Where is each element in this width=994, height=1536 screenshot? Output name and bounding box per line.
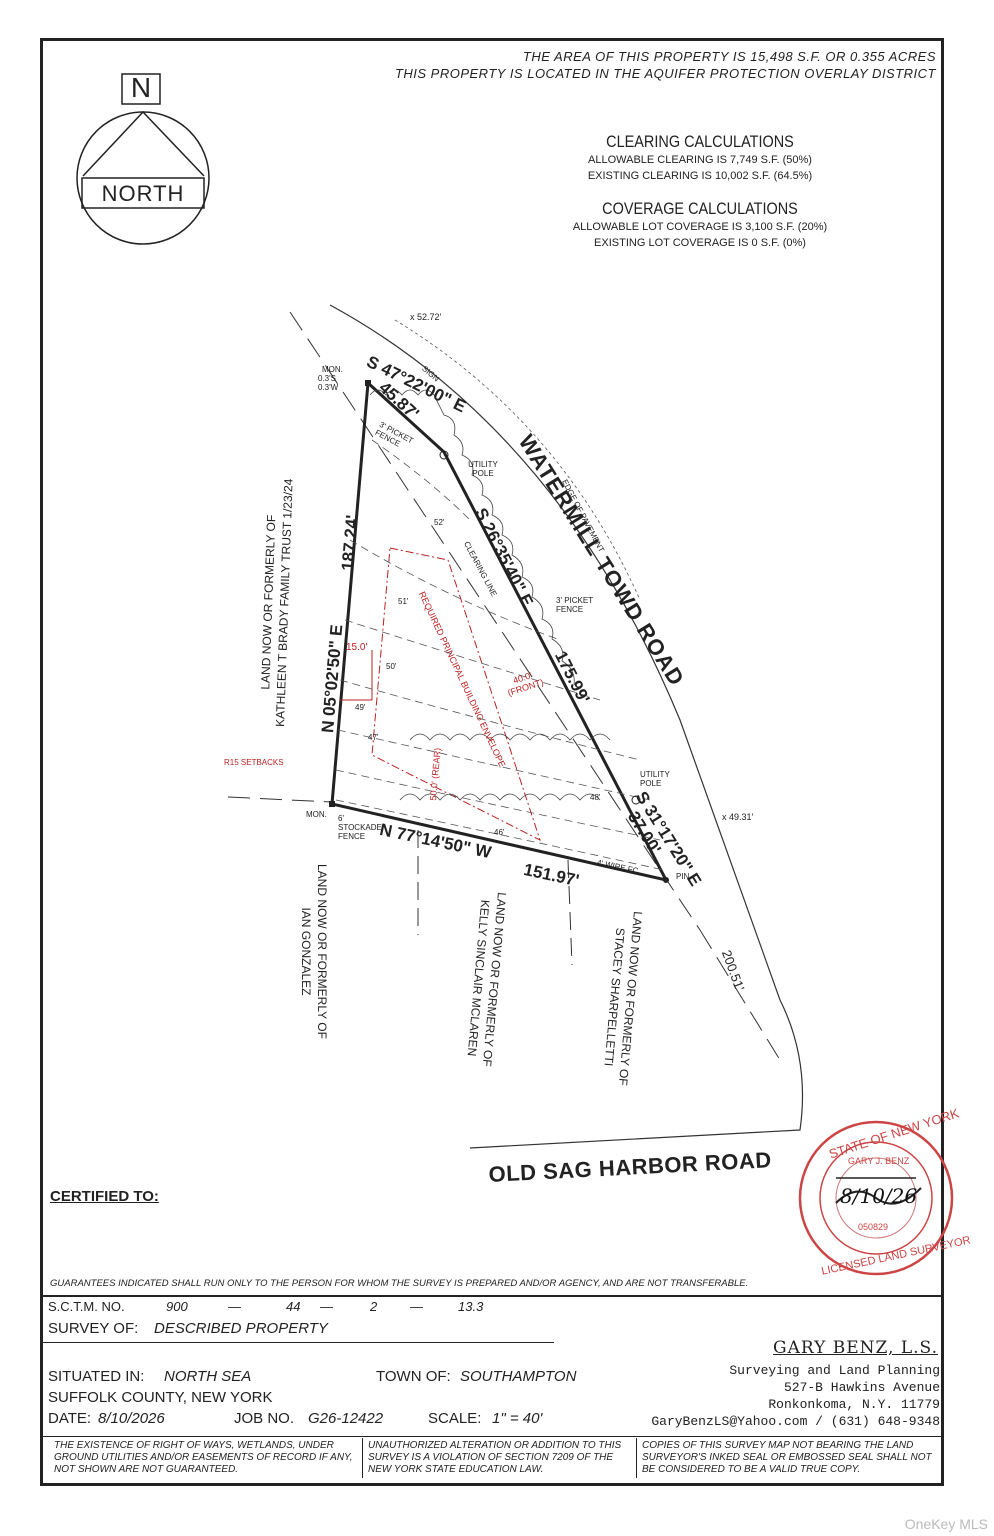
sctm-6: 13.3 <box>458 1299 484 1314</box>
r15-setbacks: R15 SETBACKS <box>224 758 284 767</box>
contour-label: 48' <box>590 793 601 802</box>
setback-side: 15.0' <box>346 642 368 653</box>
town: SOUTHAMPTON <box>460 1368 577 1385</box>
contour-label: 46' <box>494 828 505 837</box>
certified-to: CERTIFIED TO: <box>50 1188 159 1205</box>
sctm-label: S.C.T.M. NO. <box>48 1299 125 1314</box>
area-note: THE AREA OF THIS PROPERTY IS 15,498 S.F.… <box>522 49 936 64</box>
sctm-4: 2 <box>370 1299 378 1314</box>
scale-label: SCALE: <box>428 1410 482 1427</box>
mon-1: MON. <box>322 365 343 374</box>
sctm-2: 44 <box>286 1299 301 1314</box>
utility-pole-icon <box>439 450 449 460</box>
coverage-calculations: COVERAGE CALCULATIONS ALLOWABLE LOT COVE… <box>540 199 860 251</box>
utility-pole-1: UTILITY POLE <box>468 460 498 478</box>
picket-fence-2: 3' PICKET FENCE <box>556 596 593 614</box>
clearing-line <box>369 389 575 686</box>
coverage-title: COVERAGE CALCULATIONS <box>602 199 798 218</box>
monument-1 <box>365 380 371 386</box>
clearing-existing: EXISTING CLEARING IS 10,002 S.F. (64.5%) <box>587 170 813 182</box>
seal-name: GARY J. BENZ <box>848 1156 910 1166</box>
mon-1-offset: 0.3'S 0.3'W <box>318 374 339 392</box>
north-letter: N <box>130 72 152 103</box>
clearing-allowable: ALLOWABLE CLEARING IS 7,749 S.F. (50%) <box>588 154 812 166</box>
contour-label: 49' <box>355 703 366 712</box>
situated-label: SITUATED IN: <box>48 1368 145 1385</box>
sctm-3: — <box>320 1299 333 1314</box>
sctm-1: — <box>228 1299 241 1314</box>
seal-number: 050829 <box>858 1222 889 1232</box>
job-label: JOB NO. <box>234 1410 295 1427</box>
survey-frame <box>40 38 944 1486</box>
job: G26-12422 <box>308 1410 384 1427</box>
clearing-calculations: CLEARING CALCULATIONS ALLOWABLE CLEARING… <box>540 132 860 184</box>
building-envelope <box>371 547 541 841</box>
monument-2 <box>329 801 335 807</box>
aquifer-note: THIS PROPERTY IS LOCATED IN THE AQUIFER … <box>394 66 936 81</box>
sctm-5: — <box>410 1299 423 1314</box>
surveyor-seal: STATE OF NEW YORK LICENSED LAND SURVEYOR… <box>796 1105 972 1278</box>
clearing-title: CLEARING CALCULATIONS <box>606 132 794 151</box>
sctm-0: 900 <box>166 1299 188 1314</box>
road-edge-line <box>329 304 804 1149</box>
signature-date: 8/10/26 <box>840 1184 918 1208</box>
pin-label: PIN <box>676 872 690 881</box>
coverage-allowable: ALLOWABLE LOT COVERAGE IS 3,100 S.F. (20… <box>572 221 828 233</box>
north-word: NORTH <box>101 181 185 206</box>
owner-s1-line1: LAND NOW OR FORMERLY OF <box>315 864 329 1039</box>
utility-pole-icon-2 <box>631 795 641 805</box>
stockade-fence: 6' STOCKADE FENCE <box>338 814 382 841</box>
firm-line2: 527-B Hawkins Avenue <box>783 1380 940 1395</box>
note-2: UNAUTHORIZED ALTERATION OR ADDITION TO T… <box>368 1440 622 1475</box>
north-arrow-icon <box>76 73 210 245</box>
survey-plan <box>227 304 804 1149</box>
pin-marker <box>663 877 669 883</box>
north-arrow: N NORTH <box>74 72 214 247</box>
road-centerline <box>289 311 701 931</box>
town-label: TOWN OF: <box>376 1368 451 1385</box>
elev-top: x 52.72' <box>410 312 442 322</box>
survey-of: DESCRIBED PROPERTY <box>154 1320 328 1337</box>
date-label: DATE: <box>48 1410 92 1427</box>
owner-south-1: LAND NOW OR FORMERLY OF IAN GONZALEZ <box>298 864 330 1039</box>
firm-line1: Surveying and Land Planning <box>729 1363 940 1378</box>
utility-pole-2: UTILITY POLE <box>640 770 670 788</box>
firm-line4: GaryBenzLS@Yahoo.com / (631) 648-9348 <box>651 1414 940 1429</box>
scale: 1" = 40' <box>492 1410 543 1427</box>
lot-line-2 <box>567 859 573 966</box>
contour-lines <box>335 439 665 871</box>
elev-right: x 49.31' <box>722 812 754 822</box>
seal-icon <box>798 1120 954 1276</box>
survey-of-label: SURVEY OF: <box>48 1320 139 1337</box>
firm-name: GARY BENZ, L.S. <box>773 1338 938 1358</box>
owner-s1-line2: IAN GONZALEZ <box>299 907 313 996</box>
watermark: OneKey MLS <box>904 1516 988 1532</box>
note-1: THE EXISTENCE OF RIGHT OF WAYS, WETLANDS… <box>54 1440 353 1475</box>
contour-label: 47' <box>368 733 379 742</box>
situated: NORTH SEA <box>164 1368 252 1385</box>
firm-line3: Ronkonkoma, N.Y. 11779 <box>768 1397 940 1412</box>
coverage-existing: EXISTING LOT COVERAGE IS 0 S.F. (0%) <box>594 237 806 249</box>
contour-label: 51' <box>398 597 409 606</box>
guarantee-note: GUARANTEES INDICATED SHALL RUN ONLY TO T… <box>50 1278 749 1289</box>
contour-label: 50' <box>386 662 397 671</box>
date: 8/10/2026 <box>98 1410 165 1427</box>
note-3: COPIES OF THIS SURVEY MAP NOT BEARING TH… <box>642 1440 932 1475</box>
county: SUFFOLK COUNTY, NEW YORK <box>48 1389 273 1406</box>
mon-2: MON. <box>306 810 327 819</box>
edge-of-pavement-line <box>394 319 641 601</box>
contour-label: 52' <box>434 518 445 527</box>
